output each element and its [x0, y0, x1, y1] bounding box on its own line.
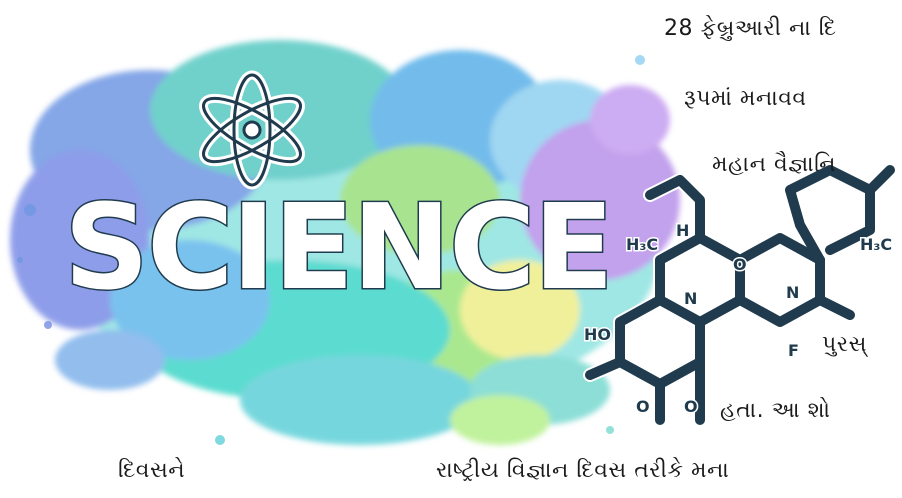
molecule-label-o-bottom-right: O	[684, 397, 698, 416]
article-line-1: 28 ફેબ્રુઆરી ના દિ	[664, 16, 837, 41]
molecule-label-o-bottom-left: O	[636, 397, 650, 416]
science-word: SCIENCE	[64, 178, 612, 316]
molecule-structure	[583, 163, 897, 427]
molecule-label-o-ring: O	[733, 255, 747, 274]
splatter-dots	[17, 55, 645, 445]
molecule-label-n-right: N	[786, 283, 799, 302]
molecule-label-f: F	[788, 341, 799, 360]
molecule-label-h3c-left: H₃C	[626, 235, 658, 254]
molecule-label-ho: HO	[584, 325, 611, 344]
molecule-label-h: H	[676, 221, 689, 240]
watercolor-splash	[10, 40, 680, 445]
molecule-label-n-left: N	[684, 289, 697, 308]
article-line-7: રાષ્ટ્રીય વિજ્ઞાન દિવસ તરીકે મના	[436, 458, 730, 483]
article-line-3: મહાન વૈજ્ઞાનિ	[712, 152, 837, 177]
article-line-6: દિવસને	[118, 458, 186, 483]
article-line-5: હતા. આ શો	[720, 398, 831, 423]
article-line-2: રૂપમાં મનાવવ	[684, 86, 807, 111]
molecule-label-h3c-right: H₃C	[860, 235, 892, 254]
article-line-4: પુરસ્	[822, 332, 867, 357]
